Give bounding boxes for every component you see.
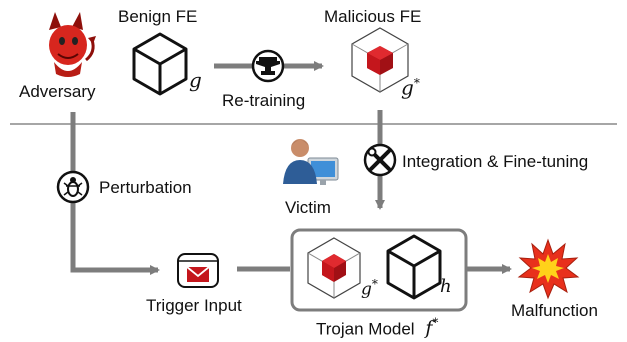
integration-label: Integration & Fine-tuning [402,152,589,171]
trojan-gstar-cube-icon [307,237,361,299]
database-mail-icon [177,253,219,288]
g-letter: g [401,75,414,100]
trojan-model-box [290,228,468,312]
anvil-icon [251,49,285,83]
h-symbol: h [440,276,452,297]
bug-icon [56,170,90,204]
victim-label: Victim [285,198,331,217]
wrench-screwdriver-icon [363,143,397,177]
g-symbol: g [189,68,202,92]
trojan-g-superscript: * [371,277,378,291]
g-superscript: * [413,76,420,90]
victim-user-icon [283,139,339,185]
malicious-fe-cube-icon [351,27,409,93]
trigger-input-label: Trigger Input [146,296,242,315]
malicious-fe-label: Malicious FE [324,7,422,26]
adversary-label: Adversary [19,82,96,101]
g-star-symbol: g* [401,77,420,98]
benign-fe-label: Benign FE [118,7,198,26]
trojan-g-letter: g [361,279,372,300]
f-superscript: * [432,316,439,330]
perturbation-label: Perturbation [99,178,192,197]
f-star-symbol: f* [425,317,438,339]
trojan-g-star-symbol: g* [361,278,378,299]
perturbation-arrow [70,112,160,275]
explosion-icon [517,238,580,300]
trojan-model-label: Trojan Model f* [316,317,438,338]
adversary-devil-icon [49,12,96,77]
trojan-model-text: Trojan Model [316,319,415,339]
retraining-label: Re-training [222,91,306,110]
benign-fe-cube-icon [132,32,188,96]
classifier-h-cube-icon [386,234,442,300]
f-letter: f [425,317,433,340]
malfunction-label: Malfunction [511,301,598,320]
